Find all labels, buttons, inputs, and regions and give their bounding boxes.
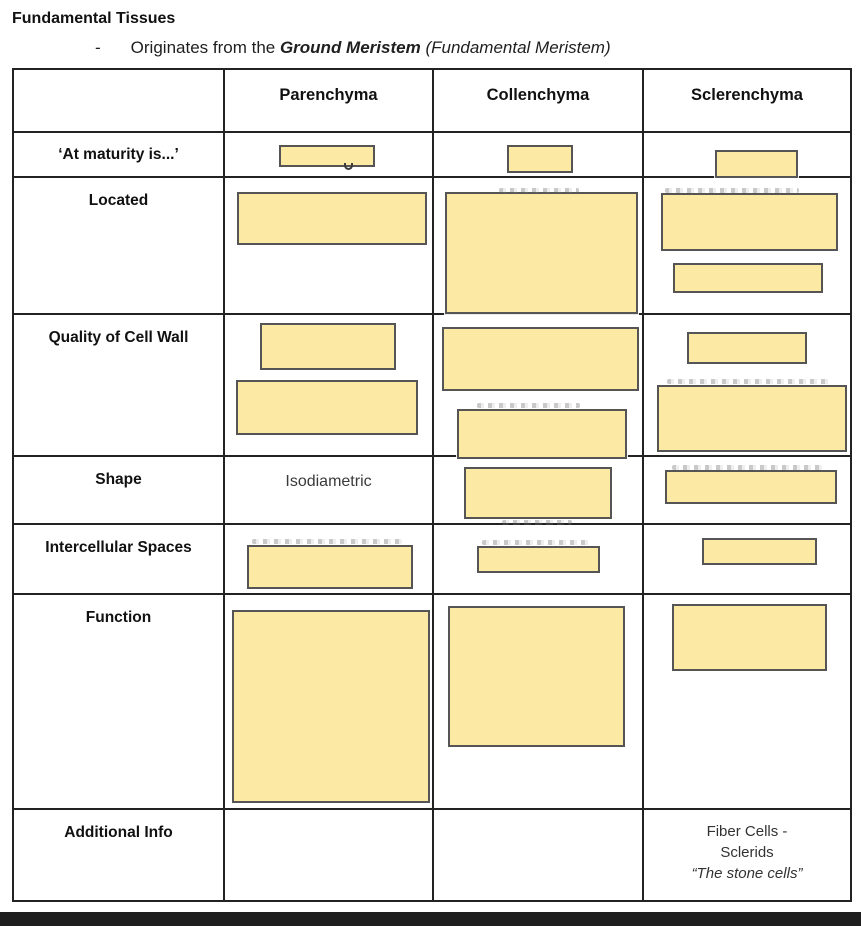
cell-located-collenchyma (434, 178, 644, 315)
bottom-bar (0, 912, 861, 926)
additional-info-line: Sclerids (720, 844, 774, 861)
sticky-note-intercellular-parenchyma[interactable] (247, 545, 413, 589)
sticky-note-located-sclerenchyma-2[interactable] (673, 263, 823, 293)
cell-quality-sclerenchyma (644, 315, 850, 457)
obscured-text-fragment (477, 403, 580, 408)
cell-located-sclerenchyma (644, 178, 850, 315)
cell-intercellular-parenchyma (225, 525, 434, 595)
row-header-function: Function (14, 595, 225, 810)
obscured-text-fragment (482, 540, 592, 545)
column-header-parenchyma: Parenchyma (225, 70, 434, 133)
cell-located-parenchyma (225, 178, 434, 315)
sticky-note-at-maturity-collenchyma[interactable] (507, 145, 573, 173)
bullet-text: Originates from the Ground Meristem (Fun… (131, 38, 611, 58)
additional-info-line: Fiber Cells - (706, 823, 788, 840)
obscured-text-fragment (667, 379, 832, 384)
sticky-note-quality-parenchyma-1[interactable] (260, 323, 396, 370)
sticky-note-quality-sclerenchyma-2[interactable] (657, 385, 847, 452)
sticky-note-quality-parenchyma-2[interactable] (236, 380, 418, 435)
cell-function-sclerenchyma (644, 595, 850, 810)
obscured-text-fragment (499, 188, 579, 193)
obscured-text-fragment (252, 539, 402, 544)
cell-at-maturity-parenchyma (225, 133, 434, 178)
column-header-collenchyma: Collenchyma (434, 70, 644, 133)
sticky-note-quality-collenchyma-2[interactable] (457, 409, 627, 459)
row-header-at-maturity: ‘At maturity is...’ (14, 133, 225, 178)
column-header-sclerenchyma: Sclerenchyma (644, 70, 850, 133)
sticky-note-shape-collenchyma[interactable] (464, 467, 612, 519)
row-header-additional-info: Additional Info (14, 810, 225, 900)
cell-function-collenchyma (434, 595, 644, 810)
sticky-note-located-parenchyma[interactable] (237, 192, 427, 245)
sticky-note-quality-sclerenchyma-1[interactable] (687, 332, 807, 364)
sticky-note-at-maturity-parenchyma[interactable] (279, 145, 375, 167)
bullet-dash: - (95, 38, 101, 57)
sticky-note-intercellular-collenchyma[interactable] (477, 546, 600, 573)
additional-info-line: “The stone cells” (691, 865, 803, 882)
sticky-note-quality-collenchyma-1[interactable] (442, 327, 639, 391)
origin-bullet: - Originates from the Ground Meristem (F… (95, 38, 611, 58)
obscured-text-fragment (665, 188, 799, 193)
sticky-note-at-maturity-sclerenchyma[interactable] (715, 150, 798, 178)
bullet-emphasis: Ground Meristem (279, 38, 421, 57)
cell-quality-parenchyma (225, 315, 434, 457)
sticky-note-located-collenchyma[interactable] (445, 192, 638, 314)
cell-intercellular-collenchyma (434, 525, 644, 595)
corner-cell (14, 70, 225, 133)
row-header-quality-of-cell-wall: Quality of Cell Wall (14, 315, 225, 457)
page-title: Fundamental Tissues (12, 10, 176, 27)
obscured-text-fragment (502, 520, 572, 525)
bullet-parenthetical: (Fundamental Meristem) (425, 38, 611, 57)
cell-shape-parenchyma: Isodiametric (225, 457, 434, 525)
cell-intercellular-sclerenchyma (644, 525, 850, 595)
obscured-letter-descender (344, 163, 353, 170)
row-header-intercellular-spaces: Intercellular Spaces (14, 525, 225, 595)
cell-at-maturity-collenchyma (434, 133, 644, 178)
tissue-comparison-table: Parenchyma Collenchyma Sclerenchyma ‘At … (12, 68, 852, 902)
sticky-note-function-collenchyma[interactable] (448, 606, 625, 747)
cell-shape-sclerenchyma (644, 457, 850, 525)
sticky-note-intercellular-sclerenchyma[interactable] (702, 538, 817, 565)
cell-shape-collenchyma (434, 457, 644, 525)
bullet-prefix: Originates from the (130, 38, 280, 57)
sticky-note-function-parenchyma[interactable] (232, 610, 430, 803)
cell-function-parenchyma (225, 595, 434, 810)
sticky-note-shape-sclerenchyma[interactable] (665, 470, 837, 504)
cell-additional-parenchyma (225, 810, 434, 900)
row-header-shape: Shape (14, 457, 225, 525)
sticky-note-function-sclerenchyma[interactable] (672, 604, 827, 671)
row-header-located: Located (14, 178, 225, 315)
obscured-text-fragment (672, 465, 822, 470)
cell-additional-collenchyma (434, 810, 644, 900)
sticky-note-located-sclerenchyma-1[interactable] (661, 193, 838, 251)
cell-additional-sclerenchyma: Fiber Cells - Sclerids “The stone cells” (644, 810, 850, 900)
